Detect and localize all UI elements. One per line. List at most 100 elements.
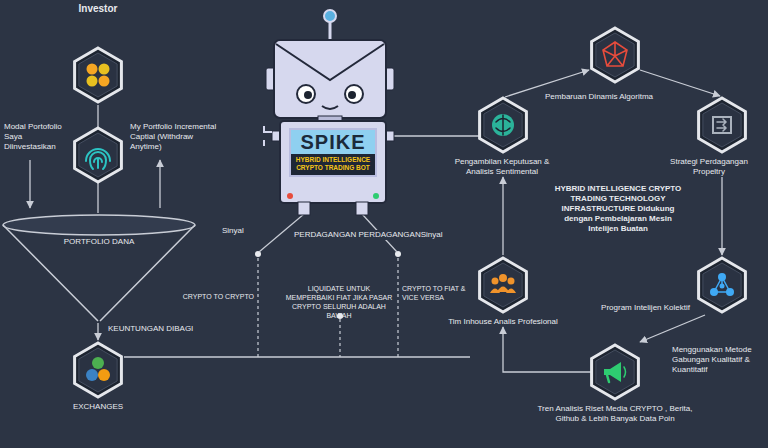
robot-button <box>373 193 379 199</box>
flow-arrows <box>30 160 160 208</box>
hexagon-shape <box>694 255 750 315</box>
hexagon-shape <box>70 45 126 105</box>
center-heading: HYBRID INTELLIGENCE CRYPTO TRADING TECHN… <box>548 184 688 234</box>
research-node: Tren Analisis Riset Media CRYPTO , Berit… <box>530 342 700 424</box>
hexagon-outline <box>480 258 527 312</box>
hexagon-outline <box>699 258 746 312</box>
signal-label: PERDAGANGAN PERDAGANGANSinyal <box>292 230 444 240</box>
bot-name: SPIKE <box>291 130 375 154</box>
hexagon-icon <box>604 362 626 382</box>
collective-node: Program Intelijen Kolektif <box>596 255 762 315</box>
icon-dot <box>499 274 507 282</box>
route-label: CRYPTO TO FIAT & VICE VERSA <box>402 284 472 302</box>
funnel-rim <box>3 215 195 235</box>
icon-stroke <box>604 362 621 382</box>
icon-dot <box>492 278 499 285</box>
cycle-arrows <box>446 70 720 372</box>
portfolio-hexagon <box>75 128 122 182</box>
withdraw-arrow <box>159 160 160 208</box>
flow-connector <box>97 323 98 340</box>
exchange-node: EXCHANGES <box>53 340 143 412</box>
fingerprint-icon <box>86 149 110 169</box>
hexagon-shape <box>587 342 643 402</box>
flow-connector <box>721 177 722 255</box>
hexagon-icon <box>86 357 110 381</box>
hexagon-inner <box>703 103 741 147</box>
funnel-shape <box>0 213 198 323</box>
wire-extension <box>446 135 480 136</box>
bot-screen: SPIKEHYBRID INTELLIGENCE CRYPTO TRADING … <box>289 128 377 177</box>
wire-extension <box>530 371 592 372</box>
flow-connector <box>640 315 705 342</box>
decision-node: Pengambilan Keputusan & Analisis Sentime… <box>446 95 558 177</box>
cycle-label: Menggunakan Metode Gabungan Kualitatif &… <box>672 345 764 375</box>
robot-button <box>287 193 293 199</box>
hexagon-shape <box>694 95 750 155</box>
hexagon-outline <box>75 128 122 182</box>
wire-dot <box>255 251 261 257</box>
signal-wire <box>397 258 398 357</box>
hexagon-icon <box>490 274 516 293</box>
hexagon-outline <box>699 98 746 152</box>
route-label: CRYPTO TO CRYPTO <box>168 292 254 301</box>
icon-dot <box>99 64 110 75</box>
funnel-caption: PORTFOLIO DANA <box>0 237 198 247</box>
wire-dot <box>395 251 401 257</box>
hexagon-inner <box>79 348 117 392</box>
robot-body <box>280 121 386 203</box>
icon-dot <box>99 76 110 87</box>
robot-pupil <box>304 91 312 99</box>
hexagon-shape <box>70 340 126 400</box>
robot-pupil <box>348 91 356 99</box>
node-caption: Pengambilan Keputusan & Analisis Sentime… <box>446 157 558 177</box>
hexagon-icon <box>492 114 514 136</box>
node-caption: Tren Analisis Riset Media CRYPTO , Berit… <box>530 404 700 424</box>
flow-note: My Portfolio Incremental Captial (Withdr… <box>130 122 225 152</box>
invest-arrow <box>29 160 30 208</box>
node-caption: Tim Inhouse Analis Profesional <box>448 317 558 327</box>
icon-dot <box>492 114 514 136</box>
investor-node: Investor <box>58 2 138 105</box>
cycle-label: Pembaruan Dinamis Algoritma <box>545 92 667 102</box>
node-caption: Program Intelijen Kolektif <box>596 303 690 313</box>
robot-illustration <box>264 10 394 215</box>
network-polygon-icon <box>603 42 627 66</box>
hexagon-shape <box>475 255 531 315</box>
icon-stroke <box>607 375 609 382</box>
strategy-node: Strategi Perdagangan Propeltry <box>656 95 762 177</box>
icon-stroke <box>717 119 726 131</box>
hexagon-inner <box>79 133 117 177</box>
hexagon-inner <box>79 53 117 97</box>
icon-frame <box>713 117 731 133</box>
icon-dot <box>87 76 98 87</box>
flow-connector <box>502 177 503 255</box>
hexagon-inner <box>596 33 634 77</box>
hexagon-outline <box>592 28 639 82</box>
hexagon-icon <box>713 117 731 133</box>
robot-mouth <box>322 106 338 109</box>
flow-note: Modal Portofolio Saya Diinvestasikan <box>4 122 74 152</box>
icon-dot <box>87 64 98 75</box>
exchange-wire <box>124 356 470 357</box>
icon-dot <box>726 288 734 296</box>
robot-leg <box>356 202 368 215</box>
algorithm-hexagon <box>592 28 639 82</box>
hexagon-inner <box>596 350 634 394</box>
icon-stroke <box>624 367 626 377</box>
hexagon-outline <box>592 345 639 399</box>
hexagon-shape <box>475 95 531 155</box>
signal-wire <box>339 319 340 357</box>
hexagon-outline <box>480 98 527 152</box>
portfolio-funnel: PORTFOLIO DANA <box>0 213 198 323</box>
icon-dot <box>718 273 726 281</box>
robot-head <box>274 40 386 118</box>
flow-note: KEUNTUNGAN DIBAGI <box>108 324 208 334</box>
icon-stroke <box>496 115 510 135</box>
hexagon-icon <box>87 64 110 87</box>
robot-leg <box>298 202 310 215</box>
hexagon-outline <box>75 48 122 102</box>
route-label: LIQUIDATE UNTUK MEMPERBAIKI FIAT JIKA PA… <box>284 284 394 320</box>
node-caption: Investor <box>58 2 138 15</box>
hexagon-icon <box>710 273 734 296</box>
icon-dot <box>720 284 725 289</box>
